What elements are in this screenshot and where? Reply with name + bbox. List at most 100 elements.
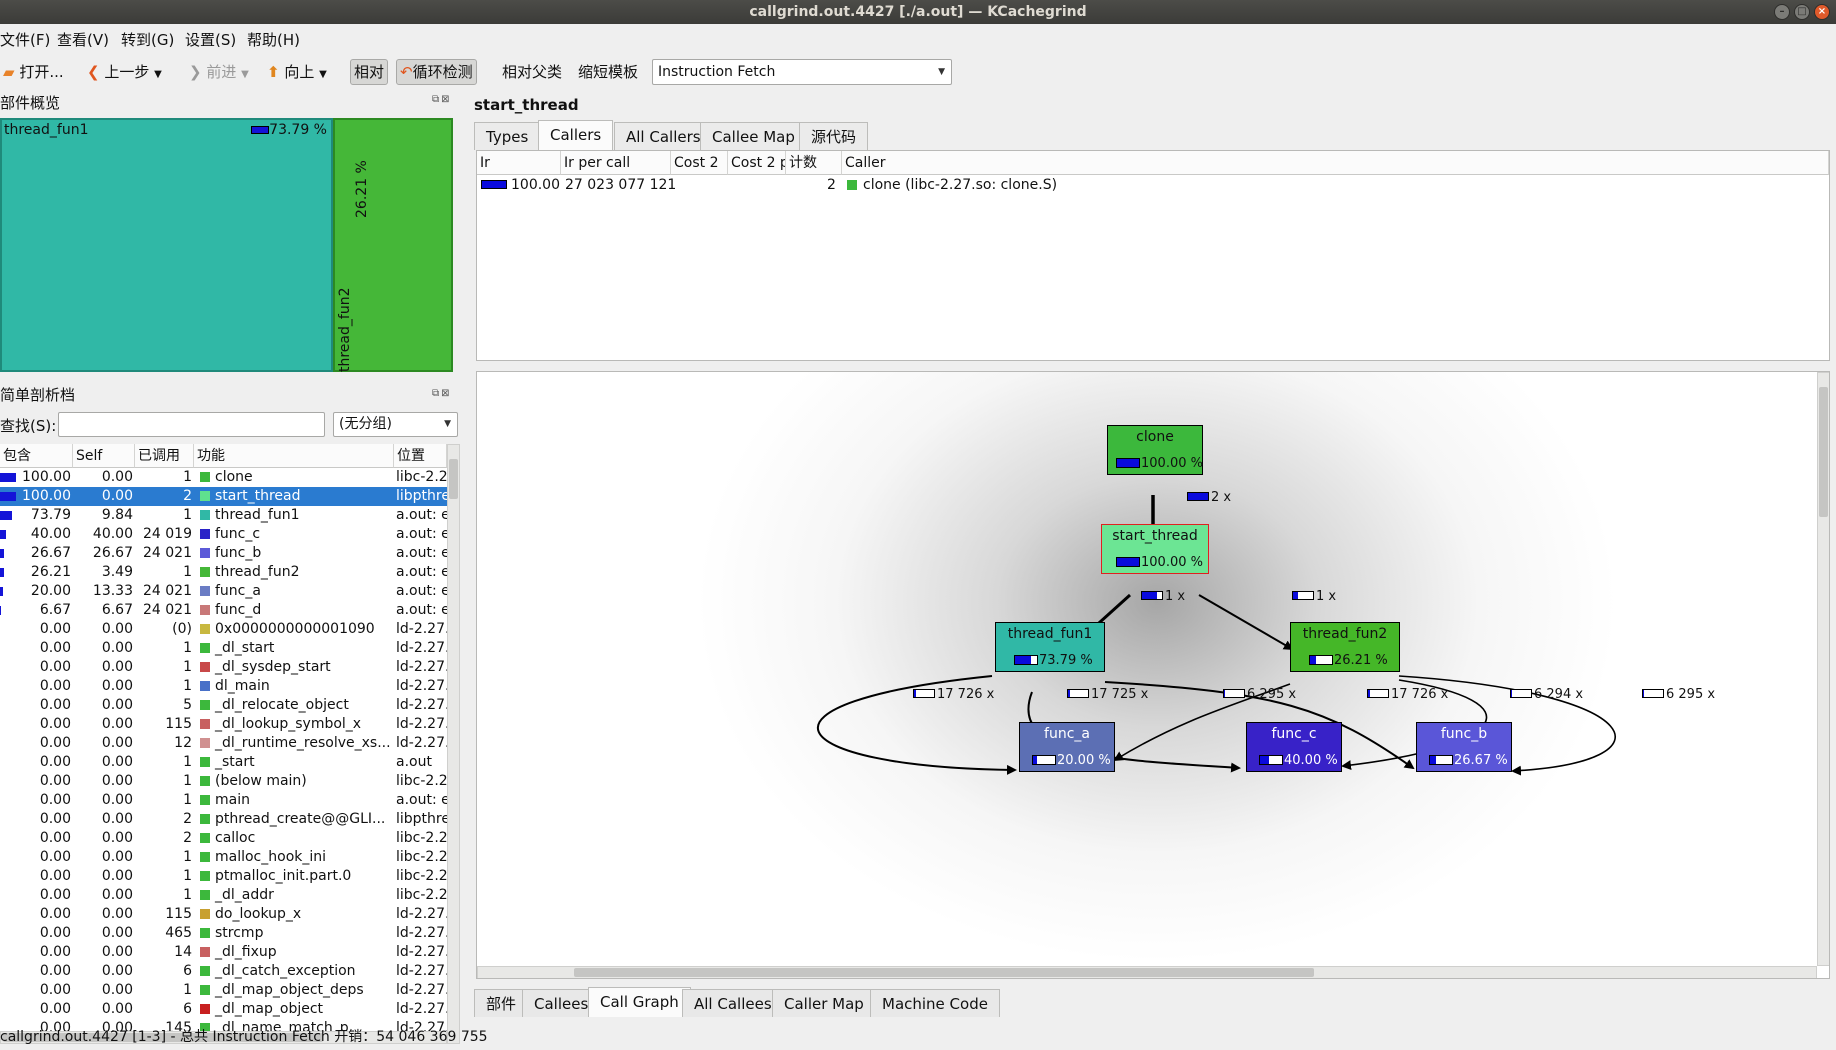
relative-parent-toggle[interactable]: 相对父类 — [502, 63, 563, 81]
edge-thread-fun2-func-a[interactable] — [1113, 683, 1291, 762]
col-called[interactable]: 已调用 — [135, 444, 194, 468]
scroll-thumb[interactable] — [3, 1033, 323, 1042]
open-button[interactable]: ▰ 打开... — [0, 59, 67, 85]
col-location[interactable]: 位置 — [394, 444, 447, 468]
col-ir-per-call[interactable]: Ir per call — [561, 151, 671, 175]
col-caller[interactable]: Caller — [842, 151, 1829, 175]
treemap-thread-fun1[interactable]: thread_fun1 73.79 % — [0, 118, 333, 372]
col-cost2[interactable]: Cost 2 — [671, 151, 728, 175]
dock-buttons[interactable]: ⧉⊠ — [432, 388, 452, 399]
grouping-select[interactable]: (无分组) ▼ — [333, 412, 458, 437]
relative-toggle[interactable]: 相对 — [350, 59, 389, 85]
menu-go[interactable]: 转到(G) — [121, 31, 175, 49]
tab-callees[interactable]: Callees — [522, 989, 601, 1017]
edge-thread-fun1-func-b[interactable] — [1104, 681, 1415, 770]
node-clone[interactable]: clone 100.00 % — [1107, 425, 1203, 475]
up-button[interactable]: ⬆ 向上 ▼ — [264, 59, 330, 85]
call-graph[interactable]: clone 100.00 % start_thread 100.00 % thr… — [476, 371, 1830, 979]
tab-caller-map[interactable]: Caller Map — [772, 989, 876, 1017]
tab-machine-code[interactable]: Machine Code — [870, 989, 1000, 1017]
menu-file[interactable]: 文件(F) — [0, 31, 51, 49]
edge-start-thread-thread-fun2[interactable] — [1198, 594, 1294, 651]
col-ir[interactable]: Ir — [477, 151, 561, 175]
tab-all-callers[interactable]: All Callers — [614, 122, 713, 150]
cycle-detection-toggle[interactable]: ↶循环检测 — [396, 59, 477, 85]
back-button[interactable]: ❮ 上一步 ▼ — [84, 59, 165, 85]
edge-thread-fun1-func-a[interactable] — [816, 675, 1017, 775]
flat-profile-hscrollbar[interactable] — [0, 1031, 447, 1044]
tab-callee-map[interactable]: Callee Map — [700, 122, 807, 150]
shorten-templates-toggle[interactable]: 缩短模板 — [578, 63, 639, 81]
col-self[interactable]: Self — [73, 444, 135, 468]
scroll-thumb[interactable] — [1819, 387, 1828, 517]
forward-button[interactable]: ❯ 前进 ▼ — [186, 59, 252, 85]
col-function[interactable]: 功能 — [194, 444, 394, 468]
node-func-b[interactable]: func_b 26.67 % — [1416, 722, 1512, 772]
flat-profile-vscrollbar[interactable] — [447, 444, 460, 1044]
minimize-button[interactable]: – — [1774, 4, 1790, 20]
tab-callers[interactable]: Callers — [538, 120, 614, 151]
cost-bar-fill — [1117, 459, 1139, 467]
node-thread-fun2[interactable]: thread_fun2 26.21 % — [1290, 622, 1400, 672]
col-inclusive[interactable]: 包含 — [0, 444, 73, 468]
menu-view[interactable]: 查看(V) — [57, 31, 109, 49]
caller-row[interactable]: 100.00 27 023 077 121 2 clone (libc-2.27… — [477, 175, 1829, 195]
tab-types[interactable]: Types — [474, 122, 541, 150]
scroll-thumb[interactable] — [449, 459, 458, 499]
tab-source[interactable]: 源代码 — [799, 122, 869, 150]
scroll-thumb[interactable] — [574, 968, 1314, 977]
search-input[interactable] — [58, 412, 325, 437]
graph-vscrollbar[interactable] — [1817, 372, 1829, 966]
tab-parts[interactable]: 部件 — [474, 989, 529, 1017]
maximize-button[interactable]: □ — [1794, 4, 1810, 20]
event-type-select[interactable]: Instruction Fetch ▼ — [652, 59, 952, 85]
close-button[interactable]: × — [1814, 4, 1830, 20]
tab-all-callees[interactable]: All Callees — [682, 989, 784, 1017]
edge-thread-fun2-func-b[interactable] — [1398, 675, 1616, 776]
called-value: 1 — [183, 678, 192, 694]
node-thread-fun1[interactable]: thread_fun1 73.79 % — [995, 622, 1105, 672]
node-start-thread[interactable]: start_thread 100.00 % — [1101, 524, 1209, 574]
dock-buttons[interactable]: ⧉⊠ — [432, 94, 452, 105]
inclusive-bar — [0, 587, 3, 596]
menu-settings[interactable]: 设置(S) — [185, 31, 237, 49]
col-count[interactable]: 计数 — [786, 151, 842, 175]
node-func-a[interactable]: func_a 20.00 % — [1019, 722, 1115, 772]
node-func-c[interactable]: func_c 40.00 % — [1246, 722, 1342, 772]
tab-call-graph[interactable]: Call Graph — [588, 987, 691, 1017]
menu-help[interactable]: 帮助(H) — [247, 31, 300, 49]
treemap-thread-fun2[interactable]: thread_fun2 26.21 % — [333, 118, 453, 372]
graph-hscrollbar[interactable] — [477, 966, 1817, 978]
col-cost2-per-call[interactable]: Cost 2 p — [728, 151, 786, 175]
